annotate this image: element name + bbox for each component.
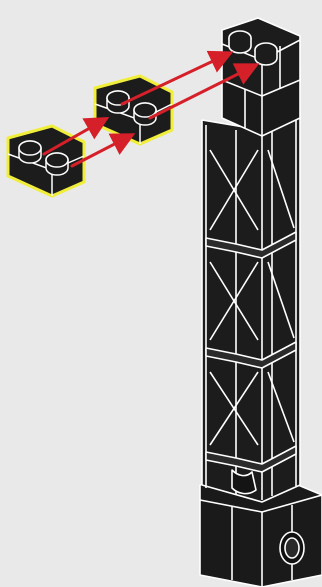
support-column bbox=[200, 18, 322, 587]
